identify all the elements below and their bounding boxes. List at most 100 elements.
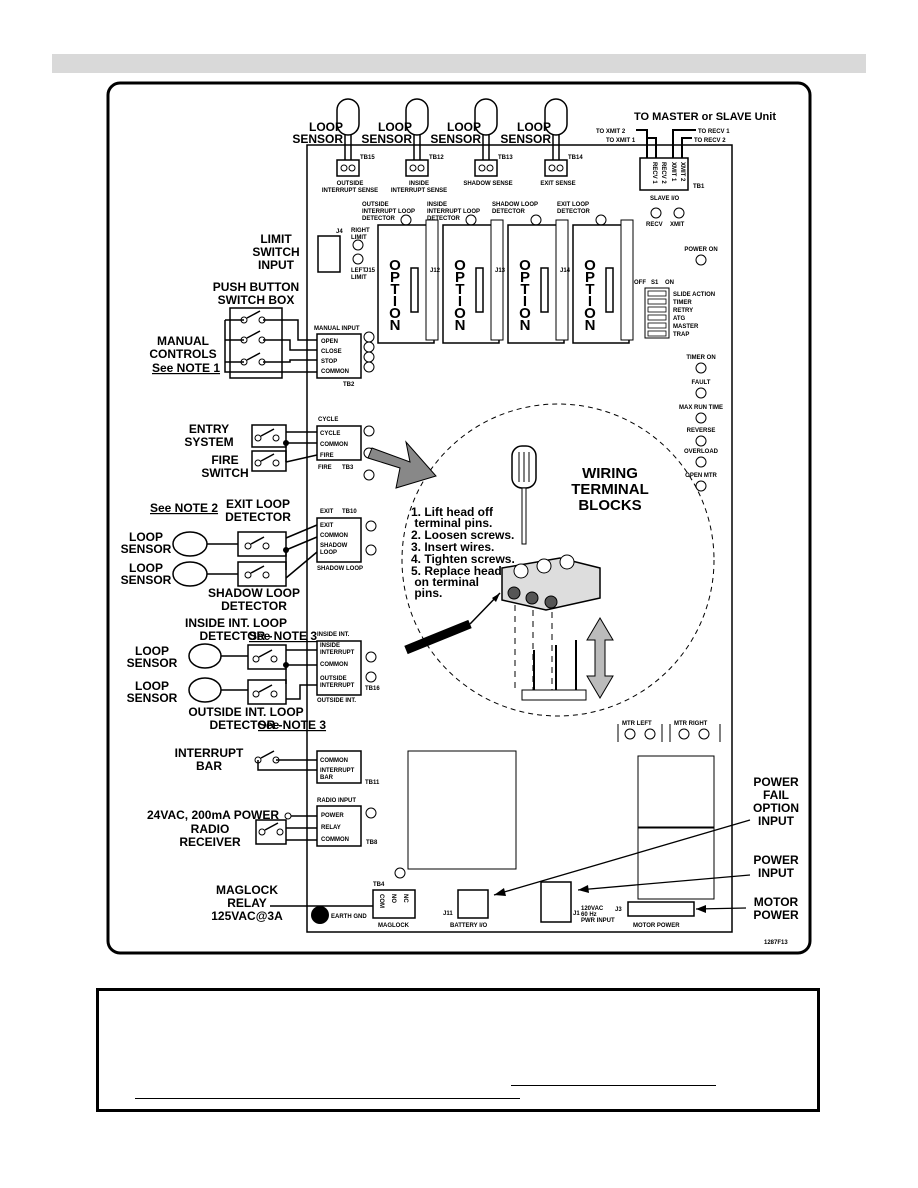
tb16-label: TB16 (365, 686, 380, 692)
controller-board (306, 144, 733, 933)
to-recv2-label: TO RECV 2 (694, 138, 726, 144)
exit-pin-1: COMMON (320, 533, 348, 539)
tb1-pin-recv2: RECV 2 (660, 162, 666, 184)
screwdriver-icon (511, 445, 537, 545)
loop-sensor-coil-2 (474, 98, 498, 136)
tb1-block (639, 157, 689, 191)
outside-int-note: See NOTE 3 (258, 718, 326, 732)
tb-label-0: TB15 (360, 155, 375, 161)
radio-pin-1: RELAY (321, 825, 341, 831)
maglock-footer: MAGLOCK (378, 923, 410, 929)
dip-item-0: SLIDE ACTION (673, 292, 715, 298)
led-label-6: OPEN MTR (685, 473, 717, 479)
xmit-led (673, 207, 685, 219)
outside-loop-sensor-coil (188, 677, 222, 703)
j11-connector (457, 889, 489, 919)
tb1-pin-recv1: RECV 1 (651, 162, 657, 184)
j1-label: J1 (573, 911, 580, 917)
inside-int-note: See NOTE 3 (249, 629, 317, 643)
led-label-1: TIMER ON (686, 355, 715, 361)
dip-item-4: MASTER (673, 324, 699, 330)
led-label-3: MAX RUN TIME (679, 405, 723, 411)
to-recv1-label: TO RECV 1 (698, 129, 730, 135)
shadow-loop-sensor-coil (172, 561, 208, 587)
tb8-block (316, 805, 362, 847)
mtr-right-label: MTR RIGHT (674, 721, 708, 727)
tb10-block (316, 517, 362, 563)
tb8-label: TB8 (366, 840, 378, 846)
j4-connector (317, 235, 341, 273)
mtr-left-label: MTR LEFT (622, 721, 652, 727)
inside-int-title: INSIDE INT. (317, 632, 350, 638)
manual-note: See NOTE 1 (152, 361, 220, 375)
led-label-2: FAULT (692, 380, 711, 386)
dip-s1-label: S1 (651, 280, 659, 286)
earth-gnd-label: EARTH GND (331, 914, 367, 920)
sense-label-2: SHADOW SENSE (463, 181, 512, 187)
exit-pin-0: EXIT (320, 523, 334, 529)
dip-switch-s1: OFF S1 ON SLIDE ACTIONTIMERRETRYATGMASTE… (634, 280, 715, 339)
dip-off-label: OFF (634, 280, 646, 286)
up-down-arrow-icon (586, 617, 614, 699)
header-bar (52, 54, 866, 73)
wiring-step-1: 2. Loosen screws. (411, 528, 514, 542)
manual-pin-2: STOP (321, 359, 337, 365)
radio-input-title: RADIO INPUT (317, 798, 356, 804)
recv-label: RECV (646, 222, 663, 228)
option-slot-3 (572, 224, 630, 344)
diagram-frame (106, 81, 812, 955)
outside-int-footer: OUTSIDE INT. (317, 698, 356, 704)
to-xmit1-label: TO XMIT 1 (606, 138, 636, 144)
loop-sensor-coil-1 (405, 98, 429, 136)
dip-item-5: TRAP (673, 332, 689, 338)
int-pin-1: COMMON (320, 662, 348, 668)
to-xmit2-label: TO XMIT 2 (596, 129, 626, 135)
radio-pin-2: COMMON (321, 837, 349, 843)
loop-sensor-coil-3 (544, 98, 568, 136)
earth-gnd-terminal (311, 906, 329, 924)
maglock-pin-0: COM (378, 894, 384, 908)
manual-pin-1: CLOSE (321, 349, 342, 355)
tb11-block (316, 750, 362, 784)
inside-loop-sensor-coil (188, 643, 222, 669)
entry-pin-0: CYCLE (320, 431, 340, 437)
battery-io-label: BATTERY I/O (450, 923, 488, 929)
fire-footer: FIRE (318, 465, 332, 471)
option-slot-0 (377, 224, 435, 344)
option-slot-j-1: J12 (430, 268, 441, 274)
to-master-title: TO MASTER or SLAVE Unit (634, 111, 776, 123)
led-label-5: OVERLOAD (684, 449, 719, 455)
tb1-pin-xmit2: XMIT 2 (679, 162, 685, 182)
tb4-label: TB4 (373, 882, 385, 888)
maglock-pin-2: NC (402, 894, 408, 903)
